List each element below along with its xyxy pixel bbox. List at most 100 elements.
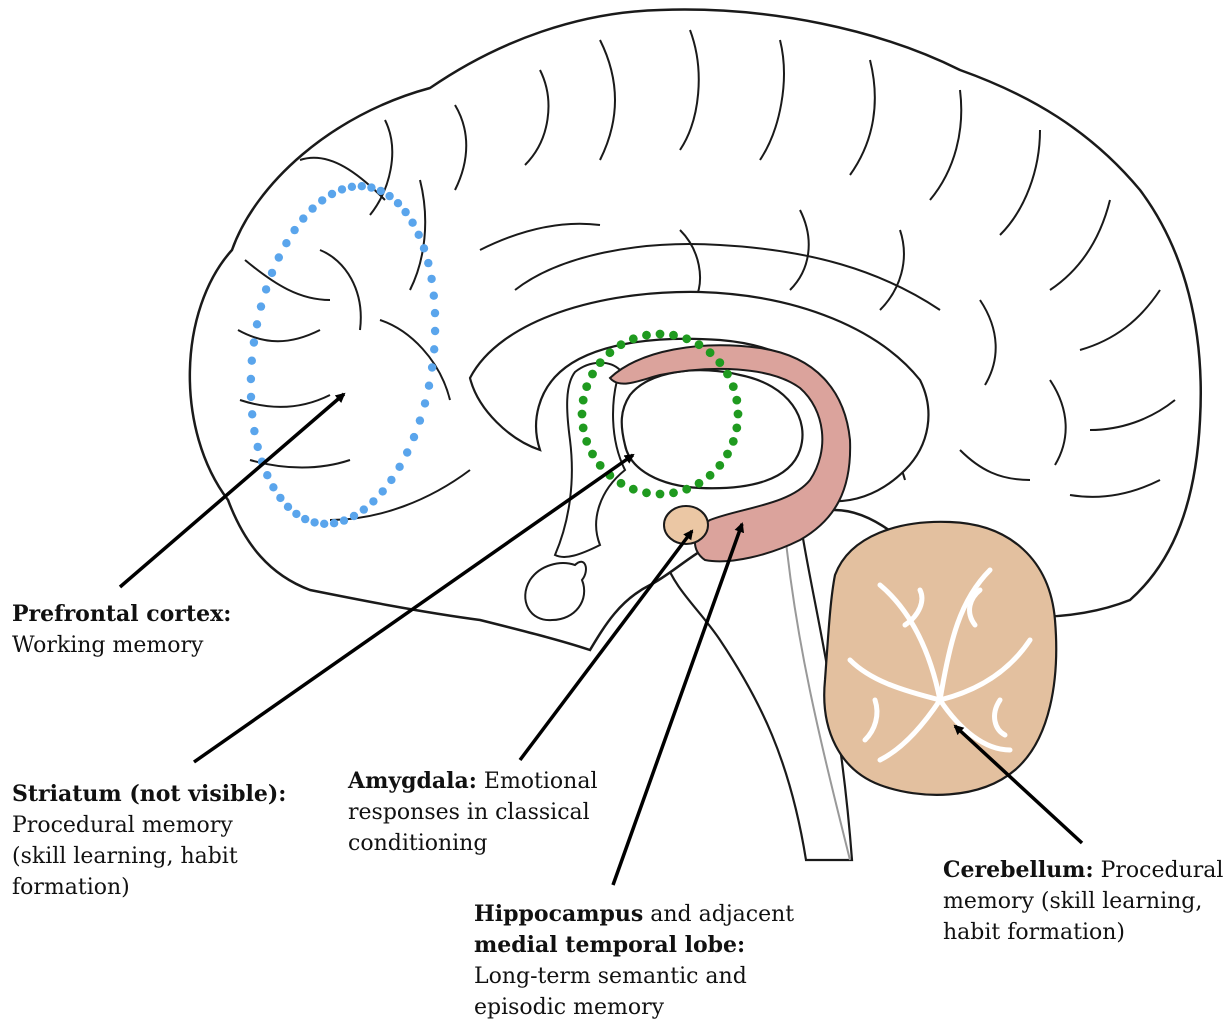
- amygdala-desc-2: responses in classical: [348, 797, 598, 828]
- outline-dot: [588, 370, 597, 379]
- outline-dot: [706, 348, 715, 357]
- outline-dot: [282, 239, 290, 247]
- outline-dot: [310, 518, 318, 526]
- outline-dot: [385, 192, 393, 200]
- outline-dot: [723, 450, 732, 459]
- outline-dot: [290, 226, 298, 234]
- amygdala-desc-3: conditioning: [348, 828, 598, 859]
- outline-dot: [656, 490, 665, 499]
- outline-dot: [420, 244, 428, 252]
- outline-dot: [338, 185, 346, 193]
- outline-dot: [734, 410, 743, 419]
- outline-dot: [247, 393, 255, 401]
- outline-dot: [262, 285, 270, 293]
- outline-dot: [403, 448, 411, 456]
- outline-dot: [715, 461, 724, 470]
- prefrontal-title: Prefrontal cortex:: [12, 601, 231, 627]
- outline-dot: [729, 437, 738, 446]
- outline-dot: [732, 424, 741, 433]
- outline-dot: [732, 396, 741, 405]
- prefrontal-label: Prefrontal cortex: Working memory: [12, 599, 231, 661]
- outline-dot: [582, 437, 591, 446]
- outline-dot: [292, 510, 300, 518]
- outline-dot: [695, 479, 704, 488]
- outline-dot: [254, 443, 262, 451]
- outline-dot: [275, 253, 283, 261]
- outline-dot: [367, 183, 375, 191]
- outline-dot: [348, 183, 356, 191]
- outline-dot: [395, 463, 403, 471]
- outline-dot: [263, 471, 271, 479]
- outline-dot: [596, 461, 605, 470]
- cerebellum-title: Cerebellum:: [943, 857, 1094, 883]
- outline-dot: [617, 479, 626, 488]
- outline-dot: [379, 487, 387, 495]
- outline-dot: [424, 259, 432, 267]
- amygdala-label: Amygdala: Emotional responses in classic…: [348, 766, 598, 859]
- outline-dot: [656, 330, 665, 339]
- hippocampus-desc-3: Long-term semantic and: [474, 961, 794, 992]
- outline-dot: [247, 375, 255, 383]
- outline-dot: [729, 382, 738, 391]
- striatum-desc-2: (skill learning, habit: [12, 841, 286, 872]
- cerebellum: [824, 522, 1056, 795]
- outline-dot: [606, 348, 615, 357]
- outline-dot: [629, 334, 638, 343]
- outline-dot: [427, 275, 435, 283]
- outline-dot: [401, 208, 409, 216]
- outline-dot: [579, 396, 588, 405]
- outline-dot: [369, 497, 377, 505]
- outline-dot: [669, 488, 678, 497]
- outline-dot: [425, 382, 433, 390]
- outline-dot: [360, 505, 368, 513]
- striatum-label: Striatum (not visible): Procedural memor…: [12, 779, 286, 903]
- outline-dot: [301, 515, 309, 523]
- outline-dot: [387, 476, 395, 484]
- outline-dot: [299, 214, 307, 222]
- outline-dot: [431, 327, 439, 335]
- outline-dot: [257, 302, 265, 310]
- amygdala-title: Amygdala:: [348, 768, 477, 794]
- striatum-desc-3: formation): [12, 872, 286, 903]
- outline-dot: [596, 358, 605, 367]
- outline-dot: [431, 309, 439, 317]
- hippocampus-title: Hippocampus: [474, 901, 643, 927]
- outline-dot: [253, 320, 261, 328]
- outline-dot: [669, 331, 678, 340]
- hippocampus-desc-1: and adjacent: [643, 902, 794, 927]
- outline-dot: [642, 488, 651, 497]
- cerebellum-desc-2: memory (skill learning,: [943, 886, 1223, 917]
- outline-dot: [695, 340, 704, 349]
- outline-dot: [248, 357, 256, 365]
- outline-dot: [706, 471, 715, 480]
- outline-dot: [430, 345, 438, 353]
- outline-dot: [250, 427, 258, 435]
- striatum-desc-1: Procedural memory: [12, 810, 286, 841]
- outline-dot: [377, 187, 385, 195]
- outline-dot: [308, 204, 316, 212]
- outline-dot: [276, 494, 284, 502]
- striatum-title: Striatum (not visible):: [12, 781, 286, 807]
- outline-dot: [248, 410, 256, 418]
- outline-dot: [394, 199, 402, 207]
- outline-dot: [268, 269, 276, 277]
- outline-dot: [682, 485, 691, 494]
- outline-dot: [250, 338, 258, 346]
- outline-dot: [410, 433, 418, 441]
- outline-dot: [428, 363, 436, 371]
- prefrontal-desc: Working memory: [12, 630, 231, 661]
- outline-dot: [579, 424, 588, 433]
- thalamus: [622, 370, 803, 488]
- outline-dot: [284, 503, 292, 511]
- cerebellum-desc-3: habit formation): [943, 917, 1223, 948]
- outline-dot: [578, 410, 587, 419]
- outline-dot: [715, 358, 724, 367]
- outline-dot: [318, 196, 326, 204]
- outline-dot: [617, 340, 626, 349]
- outline-dot: [723, 370, 732, 379]
- outline-dot: [416, 416, 424, 424]
- outline-dot: [408, 219, 416, 227]
- cerebellum-label: Cerebellum: Procedural memory (skill lea…: [943, 855, 1223, 948]
- medial-temporal-title: medial temporal lobe:: [474, 932, 745, 958]
- amygdala-desc-1: Emotional: [477, 769, 598, 794]
